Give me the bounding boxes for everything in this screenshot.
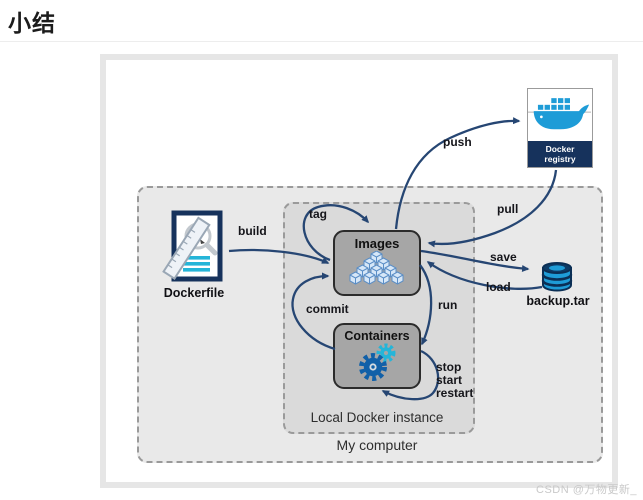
images-label: Images	[354, 236, 400, 251]
node-docker-registry: Docker registry	[527, 88, 593, 168]
edge-label-run: run	[438, 298, 458, 312]
edge-label-load: load	[486, 280, 511, 294]
local-docker-instance-label: Local Docker instance	[310, 410, 444, 425]
backup-tar-label: backup.tar	[526, 294, 590, 308]
page-title: 小结	[8, 10, 56, 36]
database-icon	[541, 262, 573, 292]
edge-label-commit: commit	[306, 302, 349, 316]
docker-registry-label: Docker registry	[528, 141, 592, 167]
node-images: Images	[333, 230, 421, 296]
backup-tar-icon	[540, 259, 574, 293]
edge-label-save: save	[490, 250, 517, 264]
edge-label-tag: tag	[309, 207, 327, 221]
containers-gears-icon	[359, 343, 396, 381]
edge-label-start: start	[436, 373, 463, 387]
title-divider	[0, 41, 643, 42]
edge-label-build: build	[238, 224, 267, 238]
node-containers: Containers	[333, 323, 421, 389]
dockerfile-icon	[156, 206, 232, 290]
dockerfile-label: Dockerfile	[163, 286, 225, 300]
edge-label-restart: restart	[436, 386, 474, 400]
my-computer-label: My computer	[336, 437, 418, 453]
edge-label-stop-start-restart: stop start restart	[436, 361, 473, 400]
edge-label-stop: stop	[436, 360, 462, 374]
dockerfile-icon-svg	[162, 210, 223, 282]
csdn-watermark: CSDN @万物更新_	[536, 484, 638, 496]
docker-whale-icon	[528, 97, 591, 130]
containers-label: Containers	[344, 329, 410, 343]
images-cubes-icon	[349, 251, 404, 285]
edge-label-pull: pull	[497, 202, 519, 216]
edge-label-push: push	[443, 135, 472, 149]
